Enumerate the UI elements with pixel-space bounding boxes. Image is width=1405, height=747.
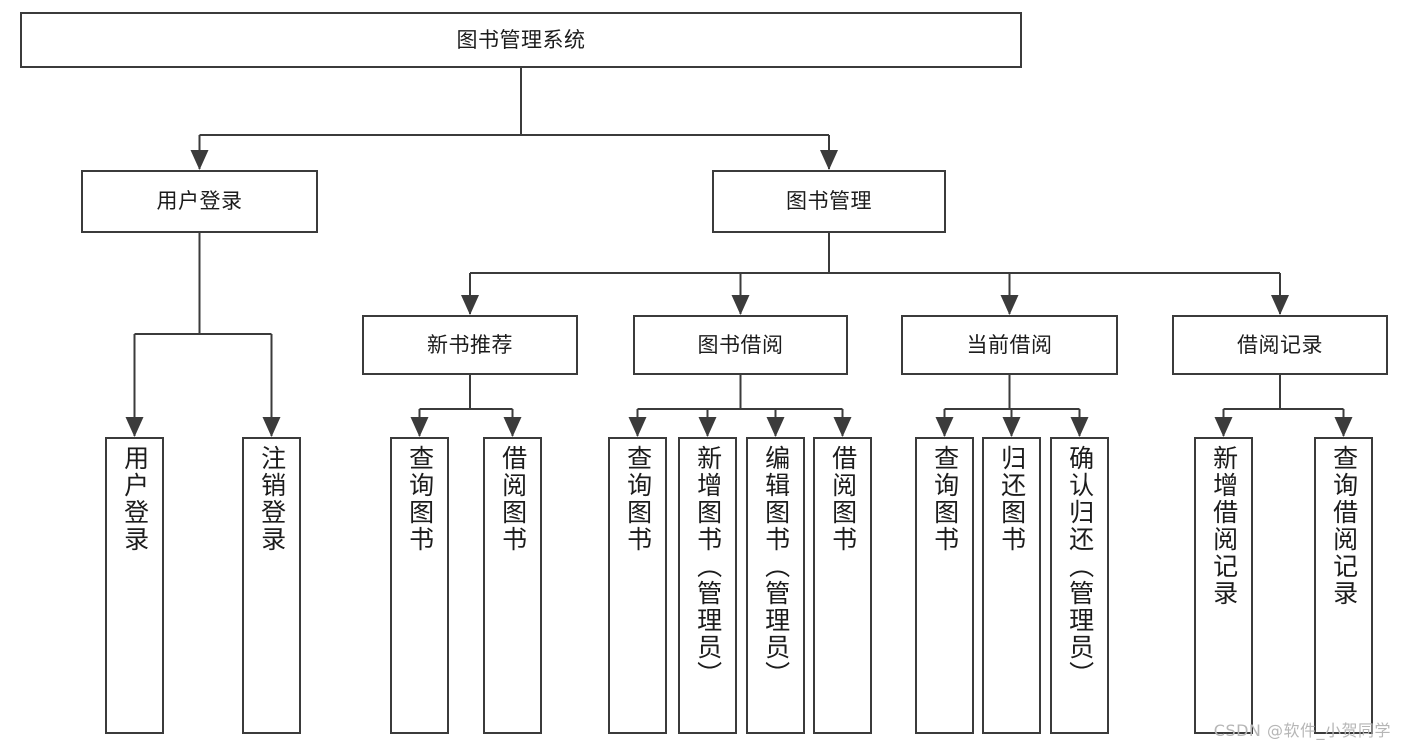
node-label: 借阅记录	[1237, 332, 1323, 357]
node-label: 图书管理	[786, 189, 872, 214]
arrow-head-icon	[1214, 417, 1233, 437]
node-label: 确认归还（管理员）	[1065, 445, 1095, 688]
node-current-borrow[interactable]: 当前借阅	[901, 315, 1118, 375]
node-label: 借阅图书	[828, 445, 858, 553]
node-leaf-cur-query[interactable]: 查询图书	[915, 437, 974, 734]
node-root[interactable]: 图书管理系统	[20, 12, 1022, 68]
node-label: 查询图书	[930, 445, 960, 553]
node-label: 新书推荐	[427, 332, 513, 357]
node-leaf-user-login[interactable]: 用户登录	[105, 437, 164, 734]
node-label: 新增借阅记录	[1209, 445, 1239, 607]
node-label: 新增图书（管理员）	[693, 445, 723, 688]
arrow-head-icon	[1000, 295, 1019, 315]
arrow-head-icon	[833, 417, 852, 437]
node-leaf-borrow-add[interactable]: 新增图书（管理员）	[678, 437, 737, 734]
arrow-head-icon	[125, 417, 144, 437]
arrow-head-icon	[820, 150, 838, 170]
node-label: 图书借阅	[697, 332, 784, 357]
node-borrow-record[interactable]: 借阅记录	[1172, 315, 1388, 375]
node-leaf-borrow-query[interactable]: 查询图书	[608, 437, 667, 734]
arrow-head-icon	[190, 150, 209, 170]
node-label: 查询图书	[405, 445, 435, 553]
arrow-head-icon	[1271, 295, 1289, 315]
node-label: 查询图书	[623, 445, 653, 553]
arrow-head-icon	[766, 417, 785, 437]
arrow-head-icon	[628, 417, 647, 437]
arrow-head-icon	[731, 295, 750, 315]
node-leaf-user-logout[interactable]: 注销登录	[242, 437, 301, 734]
arrow-head-icon	[1002, 417, 1021, 437]
node-user-login[interactable]: 用户登录	[81, 170, 318, 233]
arrow-head-icon	[262, 417, 281, 437]
node-leaf-rec-add[interactable]: 新增借阅记录	[1194, 437, 1253, 734]
arrow-head-icon	[1334, 417, 1353, 437]
node-label: 归还图书	[997, 445, 1027, 553]
node-book-manage[interactable]: 图书管理	[712, 170, 946, 233]
node-label: 查询借阅记录	[1329, 445, 1359, 607]
arrow-head-icon	[698, 417, 717, 437]
node-label: 用户登录	[120, 445, 150, 553]
node-label: 编辑图书（管理员）	[761, 445, 791, 688]
node-label: 注销登录	[257, 445, 287, 553]
node-book-borrow[interactable]: 图书借阅	[633, 315, 848, 375]
node-label: 借阅图书	[498, 445, 528, 553]
node-label: 用户登录	[156, 189, 243, 214]
node-new-book-rec[interactable]: 新书推荐	[362, 315, 578, 375]
arrow-head-icon	[503, 417, 522, 437]
node-label: 当前借阅	[966, 332, 1053, 357]
arrow-head-icon	[461, 295, 479, 315]
node-leaf-borrow-do[interactable]: 借阅图书	[813, 437, 872, 734]
arrow-head-icon	[935, 417, 954, 437]
node-leaf-cur-return[interactable]: 归还图书	[982, 437, 1041, 734]
node-leaf-rec-query[interactable]: 查询图书	[390, 437, 449, 734]
node-leaf-borrow-edit[interactable]: 编辑图书（管理员）	[746, 437, 805, 734]
node-label: 图书管理系统	[456, 27, 586, 52]
arrow-head-icon	[1070, 417, 1089, 437]
arrow-head-icon	[410, 417, 429, 437]
node-leaf-rec-borrow[interactable]: 借阅图书	[483, 437, 542, 734]
node-leaf-rec-search[interactable]: 查询借阅记录	[1314, 437, 1373, 734]
node-leaf-cur-confirm[interactable]: 确认归还（管理员）	[1050, 437, 1109, 734]
